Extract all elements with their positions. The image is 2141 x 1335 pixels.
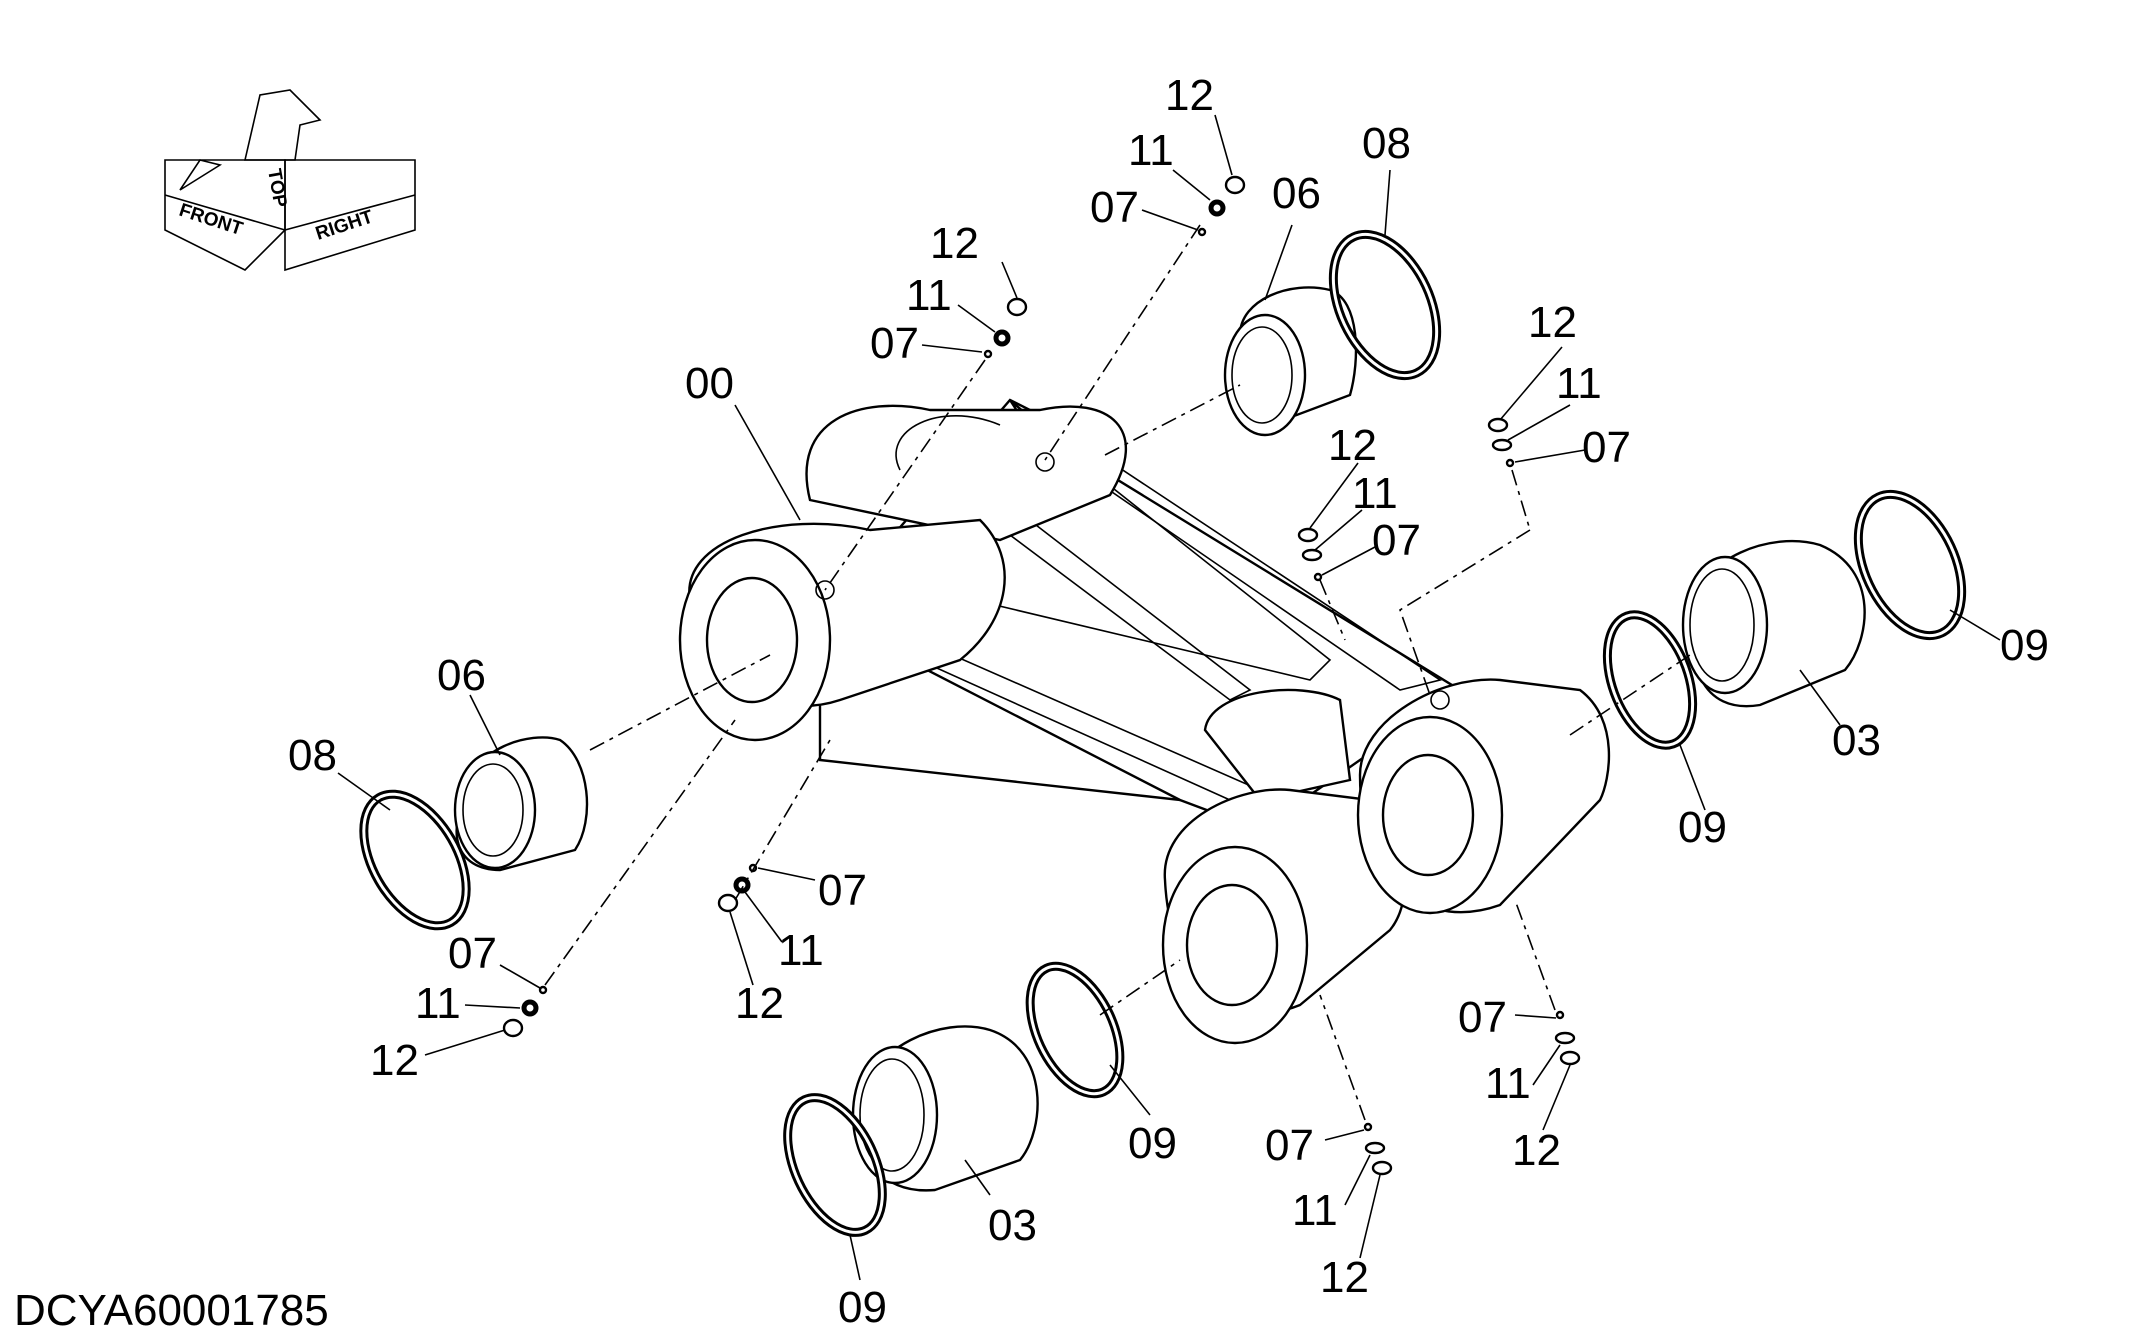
callout-03-lower: 03 xyxy=(988,1201,1037,1250)
drawing-code: DCYA60001785 xyxy=(14,1286,329,1335)
seal-ring-08-lower xyxy=(359,789,471,931)
callout-07-d: 07 xyxy=(1372,516,1421,565)
callout-07-c: 07 xyxy=(1582,423,1631,472)
callout-12-a: 12 xyxy=(1165,71,1214,120)
callout-09-lower-inner: 09 xyxy=(1128,1119,1177,1168)
callout-12-e: 12 xyxy=(735,979,784,1028)
callout-11-g: 11 xyxy=(1485,1059,1531,1108)
callout-08-upper: 08 xyxy=(1362,119,1411,168)
callout-11-d: 11 xyxy=(1352,469,1398,518)
orientation-top-label: TOP xyxy=(263,167,290,209)
seal-ring-09-lower-inner xyxy=(1025,961,1125,1099)
bushing-06-lower xyxy=(453,736,589,872)
callout-07-a: 07 xyxy=(1090,183,1139,232)
seal-ring-09-right-outer xyxy=(1853,489,1967,641)
callout-07-h: 07 xyxy=(1265,1121,1314,1170)
callout-11-a: 11 xyxy=(1128,126,1174,175)
callout-12-f: 12 xyxy=(370,1036,419,1085)
bushing-03-right xyxy=(1681,540,1866,708)
assembly-lines xyxy=(544,224,1691,1121)
seal-ring-09-lower-outer xyxy=(783,1093,887,1237)
orientation-indicator: FRONT TOP RIGHT xyxy=(164,89,416,272)
seal-ring-08-upper xyxy=(1328,229,1442,381)
leader-lines xyxy=(337,114,2001,1281)
orientation-front-label: FRONT xyxy=(176,200,245,240)
callout-11-c: 11 xyxy=(1556,359,1602,408)
orientation-right-label: RIGHT xyxy=(313,206,376,244)
bushing-06-upper xyxy=(1223,286,1358,437)
callout-07-f: 07 xyxy=(448,929,497,978)
seal-ring-09-right-inner xyxy=(1602,610,1698,750)
callout-09-lower-outer: 09 xyxy=(838,1283,887,1332)
callout-06-upper: 06 xyxy=(1272,169,1321,218)
callout-07-b: 07 xyxy=(870,319,919,368)
callout-12-h: 12 xyxy=(1320,1253,1369,1302)
callout-09-right-outer: 09 xyxy=(2000,621,2049,670)
callout-labels: 00 06 08 12 11 07 12 11 07 12 11 07 12 1… xyxy=(288,71,2049,1332)
callout-11-f: 11 xyxy=(415,979,461,1028)
callout-03-right: 03 xyxy=(1832,716,1881,765)
link-body xyxy=(678,398,1611,1045)
callout-06-lower: 06 xyxy=(437,651,486,700)
callout-07-e: 07 xyxy=(818,866,867,915)
callout-11-e: 11 xyxy=(778,926,824,975)
callout-07-g: 07 xyxy=(1458,993,1507,1042)
callout-12-b: 12 xyxy=(930,219,979,268)
callout-12-d: 12 xyxy=(1328,421,1377,470)
callout-11-h: 11 xyxy=(1292,1186,1338,1235)
callout-12-g: 12 xyxy=(1512,1126,1561,1175)
callout-12-c: 12 xyxy=(1528,298,1577,347)
callout-11-b: 11 xyxy=(906,271,952,320)
callout-00: 00 xyxy=(685,359,734,408)
callout-08-lower: 08 xyxy=(288,731,337,780)
callout-09-right-inner: 09 xyxy=(1678,803,1727,852)
